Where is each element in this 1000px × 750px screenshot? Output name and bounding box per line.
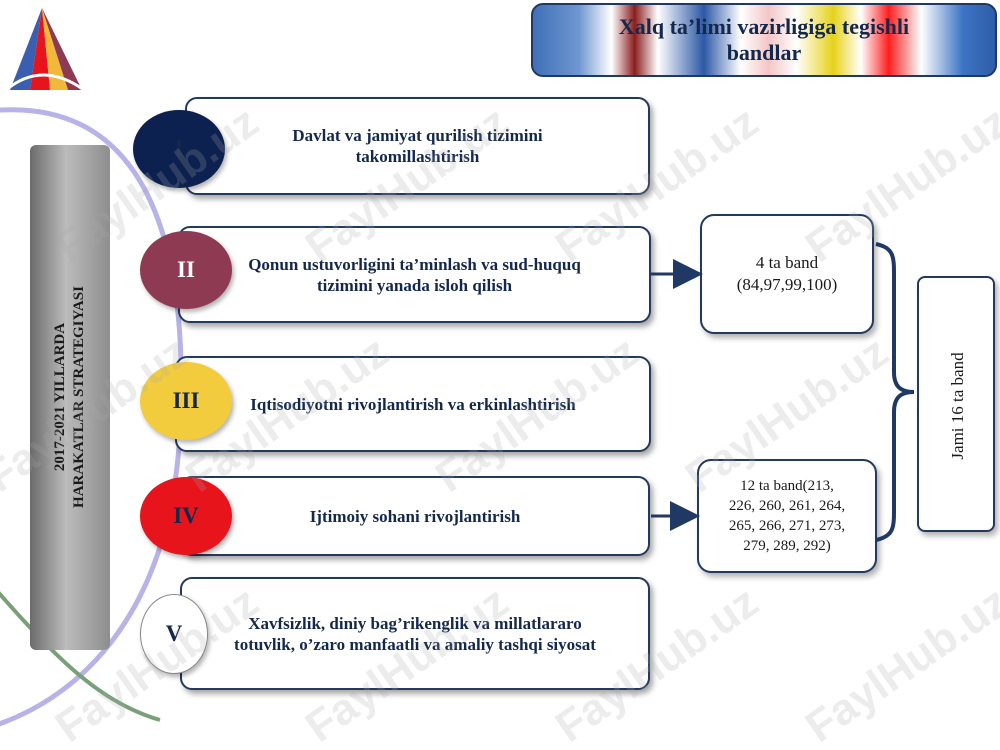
- strategy-sidebar: [30, 145, 110, 650]
- header-banner: Xalq ta’limi vazirligiga tegishli bandla…: [531, 3, 997, 77]
- header-title: Xalq ta’limi vazirligiga tegishli bandla…: [618, 14, 910, 65]
- direction-numeral-2: II: [177, 257, 195, 282]
- direction-text-4: Ijtimoiy sohani rivojlantirish: [309, 506, 521, 526]
- direction-box-2: Qonun ustuvorligini ta’minlash va sud-hu…: [178, 226, 651, 323]
- direction-text-1: Davlat va jamiyat qurilish tizimini tako…: [292, 126, 543, 166]
- direction-box-4: Ijtimoiy sohani rivojlantirish: [180, 476, 650, 556]
- band-box-2: 12 ta band(213, 226, 260, 261, 264, 265,…: [697, 459, 877, 573]
- direction-box-3: Iqtisodiyotni rivojlantirish va erkinlas…: [175, 356, 651, 452]
- band-box-1: 4 ta band (84,97,99,100): [700, 214, 874, 334]
- total-text: Jami 16 ta band: [948, 352, 967, 460]
- direction-text-5: Xavfsizlik, diniy bag’rikenglik va milla…: [234, 613, 596, 654]
- direction-text-3: Iqtisodiyotni rivojlantirish va erkinlas…: [250, 394, 576, 414]
- direction-numeral-5: V: [165, 621, 183, 646]
- direction-circle-3: III: [140, 362, 232, 440]
- direction-numeral-4: IV: [173, 503, 199, 528]
- band-text-1: 4 ta band (84,97,99,100): [736, 253, 838, 294]
- direction-box-5: Xavfsizlik, diniy bag’rikenglik va milla…: [180, 577, 650, 690]
- direction-numeral-1: I: [174, 136, 184, 161]
- sidebar-text: 2017-2021 YILLARDA HARAKATLAR STRATEGIYA…: [52, 286, 87, 508]
- logo: [5, 8, 85, 92]
- direction-text-2: Qonun ustuvorligini ta’minlash va sud-hu…: [248, 254, 581, 295]
- band-text-2: 12 ta band(213, 226, 260, 261, 264, 265,…: [728, 478, 846, 554]
- total-box: Jami 16 ta band: [917, 276, 995, 532]
- direction-numeral-3: III: [172, 388, 200, 413]
- direction-circle-4: IV: [140, 477, 232, 555]
- direction-circle-5: V: [140, 594, 208, 674]
- watermark: FaylHub.uz: [796, 577, 1000, 750]
- direction-box-1: Davlat va jamiyat qurilish tizimini tako…: [185, 97, 650, 195]
- direction-circle-1: I: [133, 110, 225, 188]
- brace: [875, 242, 915, 542]
- direction-circle-2: II: [140, 231, 232, 309]
